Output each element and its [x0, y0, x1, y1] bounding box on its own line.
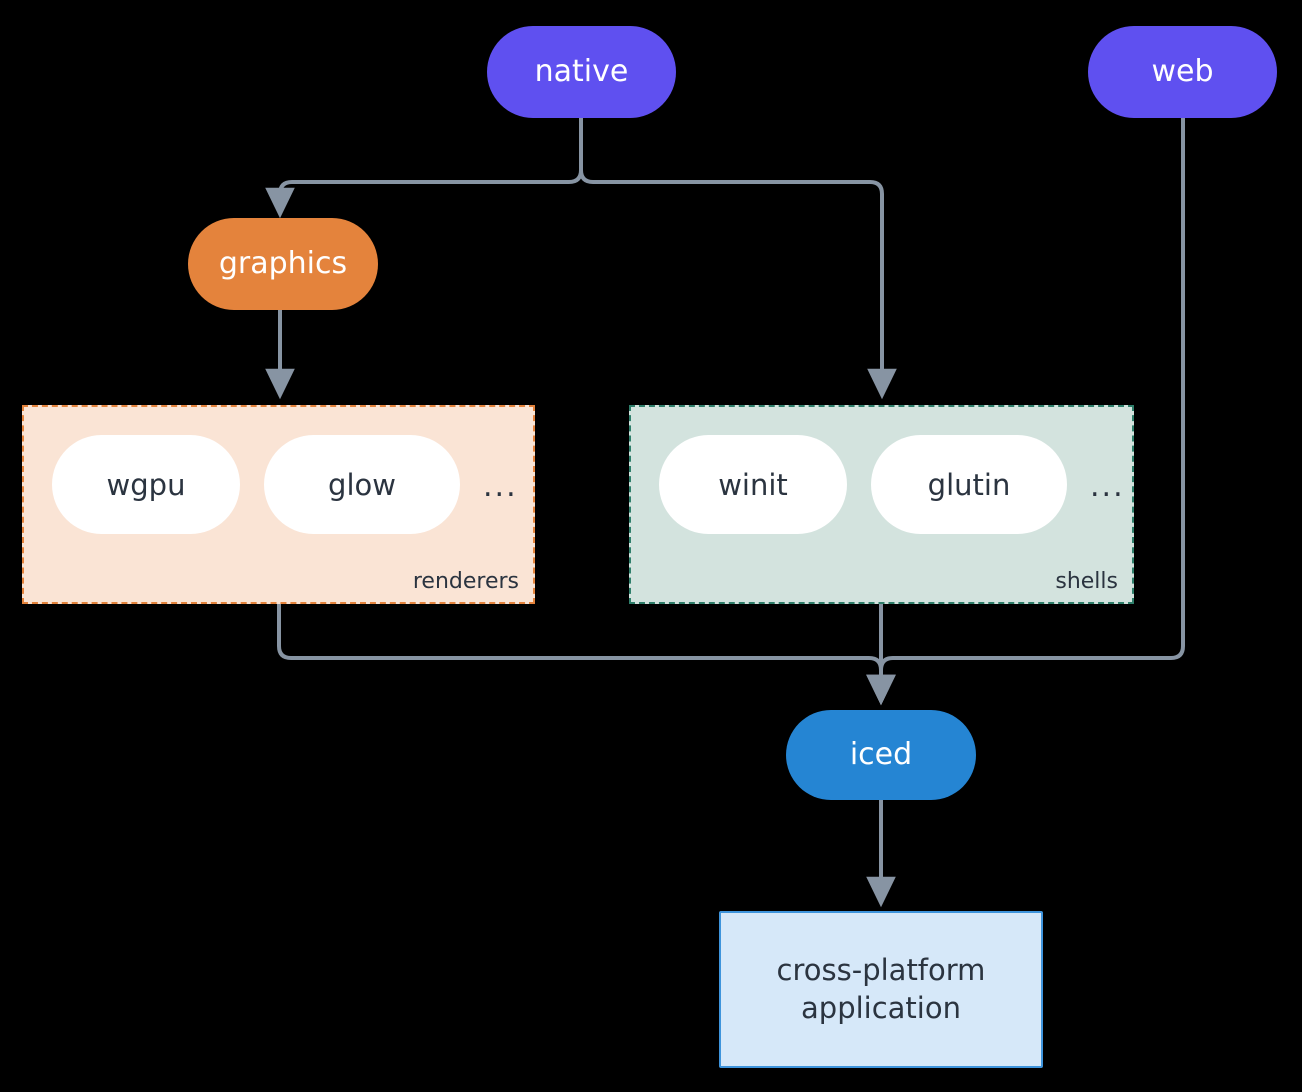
- group-shells-label: shells: [1055, 569, 1118, 594]
- node-graphics[interactable]: graphics: [188, 218, 378, 310]
- pill-winit-label: winit: [718, 467, 788, 502]
- node-iced[interactable]: iced: [786, 710, 976, 800]
- pill-glow[interactable]: glow: [264, 435, 460, 534]
- renderers-overflow-ellipsis: ...: [483, 469, 518, 504]
- node-iced-label: iced: [849, 736, 913, 772]
- group-renderers[interactable]: wgpu glow ... renderers: [22, 405, 535, 604]
- pill-winit[interactable]: winit: [659, 435, 847, 534]
- edge-web-to-iced: [866, 117, 1185, 706]
- node-web-label: web: [1151, 53, 1214, 89]
- edge-native-to-shells: [579, 117, 897, 400]
- node-application-line2: application: [801, 990, 961, 1025]
- shells-overflow-ellipsis: ...: [1090, 469, 1125, 504]
- pill-glutin[interactable]: glutin: [871, 435, 1067, 534]
- group-shells[interactable]: winit glutin ... shells: [629, 405, 1134, 604]
- group-renderers-label: renderers: [412, 569, 519, 594]
- node-graphics-label: graphics: [218, 245, 348, 281]
- pill-wgpu[interactable]: wgpu: [52, 435, 240, 534]
- node-application[interactable]: cross-platform application: [719, 911, 1043, 1068]
- pill-glow-label: glow: [328, 467, 396, 502]
- node-native[interactable]: native: [487, 26, 676, 118]
- edge-renderers-to-iced: [277, 604, 896, 706]
- pill-wgpu-label: wgpu: [106, 467, 186, 502]
- node-native-label: native: [534, 53, 629, 89]
- node-application-line1: cross-platform: [776, 953, 986, 988]
- pill-glutin-label: glutin: [927, 467, 1011, 502]
- edge-native-to-graphics: [265, 117, 583, 219]
- node-web[interactable]: web: [1088, 26, 1277, 118]
